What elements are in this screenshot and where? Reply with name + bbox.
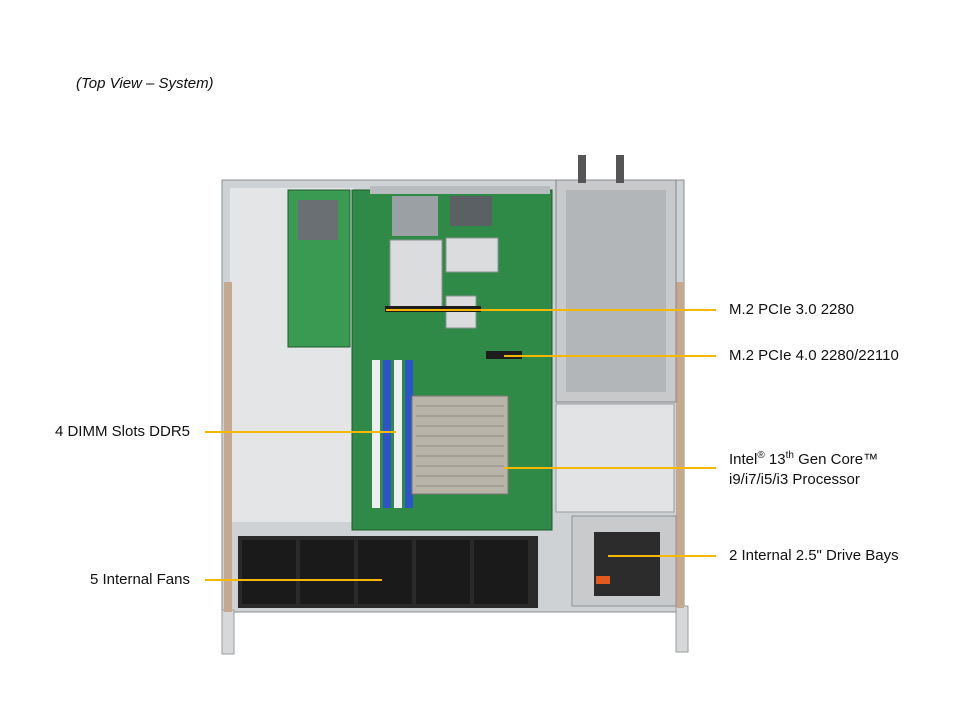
cpu-gen-num: 13 bbox=[768, 451, 786, 468]
lan-heatsink bbox=[445, 237, 499, 273]
psu-connector-2 bbox=[616, 155, 624, 183]
callout-cpu: Intel® 13th Gen Core™ i9/i7/i5/i3 Proces… bbox=[729, 450, 878, 490]
rear-io-bracket bbox=[370, 186, 550, 194]
psu-cover bbox=[566, 190, 666, 392]
cpu-brand: Intel bbox=[729, 451, 758, 468]
cpu-reg: ® bbox=[757, 450, 765, 461]
callout-lines bbox=[205, 309, 716, 581]
cpu-gen-suffix: th bbox=[785, 450, 794, 461]
callout-fans: 5 Internal Fans bbox=[89, 571, 190, 588]
drive-bay-opening bbox=[594, 532, 660, 596]
dimm-slot-4 bbox=[405, 360, 413, 508]
cpu-gen-rest: Gen Core™ bbox=[798, 451, 879, 468]
psu-connector-1 bbox=[578, 155, 586, 183]
dimm-slot-1 bbox=[372, 360, 380, 508]
left-front-handle bbox=[221, 609, 235, 655]
fan-2 bbox=[300, 540, 354, 604]
right-rail bbox=[676, 282, 684, 608]
view-caption: (Top View – System) bbox=[76, 75, 214, 92]
fan-5 bbox=[474, 540, 528, 604]
cpu-heatsink bbox=[411, 395, 509, 495]
callout-m2-pcie4: M.2 PCIe 4.0 2280/22110 bbox=[729, 347, 899, 364]
sfp-ports bbox=[392, 196, 438, 236]
callout-drive-bays: 2 Internal 2.5" Drive Bays bbox=[729, 547, 899, 564]
cpu-line2: i9/i7/i5/i3 Processor bbox=[729, 471, 860, 488]
left-rail bbox=[224, 282, 232, 612]
chipset-heatsink bbox=[389, 239, 443, 309]
dimm-slot-3 bbox=[394, 360, 402, 508]
fan-4 bbox=[416, 540, 470, 604]
dimm-slot-2 bbox=[383, 360, 391, 508]
callout-dimm: 4 DIMM Slots DDR5 bbox=[54, 423, 190, 440]
right-front-handle bbox=[675, 605, 689, 653]
heatsink-fins bbox=[416, 405, 504, 487]
cable-duct bbox=[555, 403, 675, 513]
fan-1 bbox=[242, 540, 296, 604]
fan-3 bbox=[358, 540, 412, 604]
riser-chip bbox=[298, 200, 338, 240]
drive-bay-tab bbox=[596, 576, 610, 584]
lan-ports bbox=[450, 196, 492, 226]
callout-m2-pcie3: M.2 PCIe 3.0 2280 bbox=[729, 301, 855, 318]
